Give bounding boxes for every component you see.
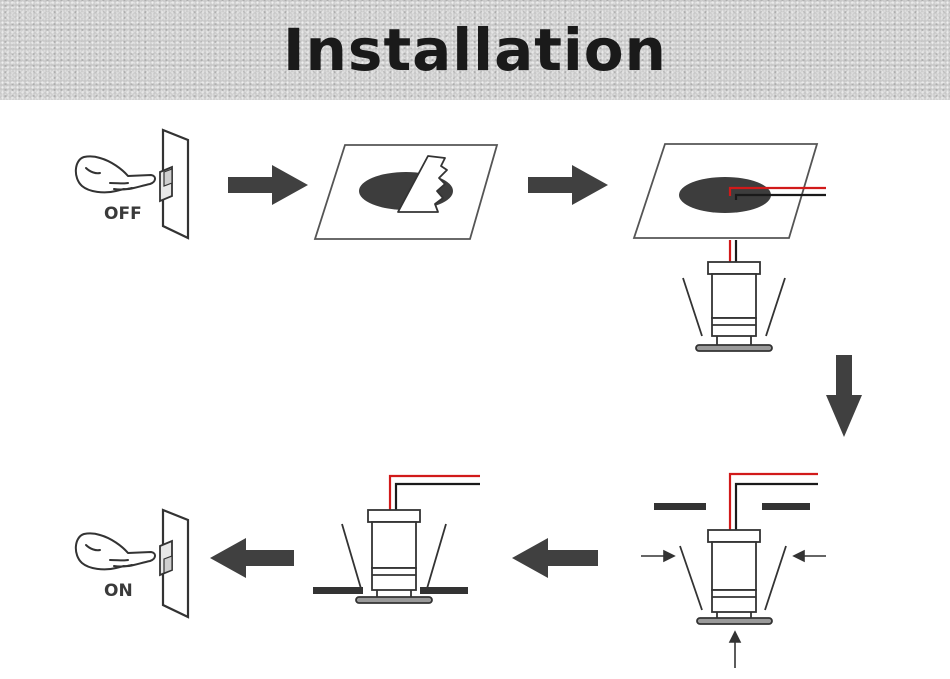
flow-arrow-icon bbox=[210, 538, 294, 578]
wire-red bbox=[388, 474, 480, 510]
step-cut-hole bbox=[313, 144, 499, 240]
flow-arrow-icon bbox=[512, 538, 598, 578]
ceiling-edge bbox=[762, 503, 810, 510]
cut-hole bbox=[679, 177, 771, 213]
page-title: Installation bbox=[283, 16, 667, 84]
saw-icon bbox=[397, 155, 448, 213]
flow-arrow-icon bbox=[826, 355, 862, 437]
flow-arrow-icon bbox=[228, 165, 308, 205]
hand-pointing-icon bbox=[74, 155, 156, 194]
step-switch-off: OFF bbox=[74, 128, 190, 240]
wire-black bbox=[394, 482, 480, 510]
ceiling-edge bbox=[420, 587, 468, 594]
downlight-fixture-icon bbox=[341, 509, 447, 604]
downlight-fixture-icon bbox=[682, 261, 786, 352]
step-switch-on: ON bbox=[74, 508, 190, 619]
flow-arrow-icon bbox=[528, 165, 608, 205]
switch-on-label: ON bbox=[104, 581, 133, 601]
step-fixture-installed bbox=[313, 474, 480, 604]
ceiling-edge bbox=[313, 587, 363, 594]
wire-black bbox=[734, 482, 818, 530]
wall-switch-icon bbox=[159, 508, 190, 619]
step-connect-wires bbox=[632, 143, 826, 352]
wire-red bbox=[728, 472, 818, 530]
wire-black bbox=[734, 193, 826, 200]
ceiling-edge bbox=[654, 503, 706, 510]
step-insert-fixture bbox=[641, 472, 826, 668]
downlight-fixture-icon bbox=[679, 529, 787, 625]
wire-red bbox=[728, 186, 826, 196]
hand-pointing-icon bbox=[74, 532, 156, 571]
press-arrow-icon bbox=[641, 549, 826, 668]
wall-switch-icon bbox=[159, 128, 190, 240]
header-banner bbox=[0, 0, 950, 100]
switch-off-label: OFF bbox=[104, 204, 142, 224]
